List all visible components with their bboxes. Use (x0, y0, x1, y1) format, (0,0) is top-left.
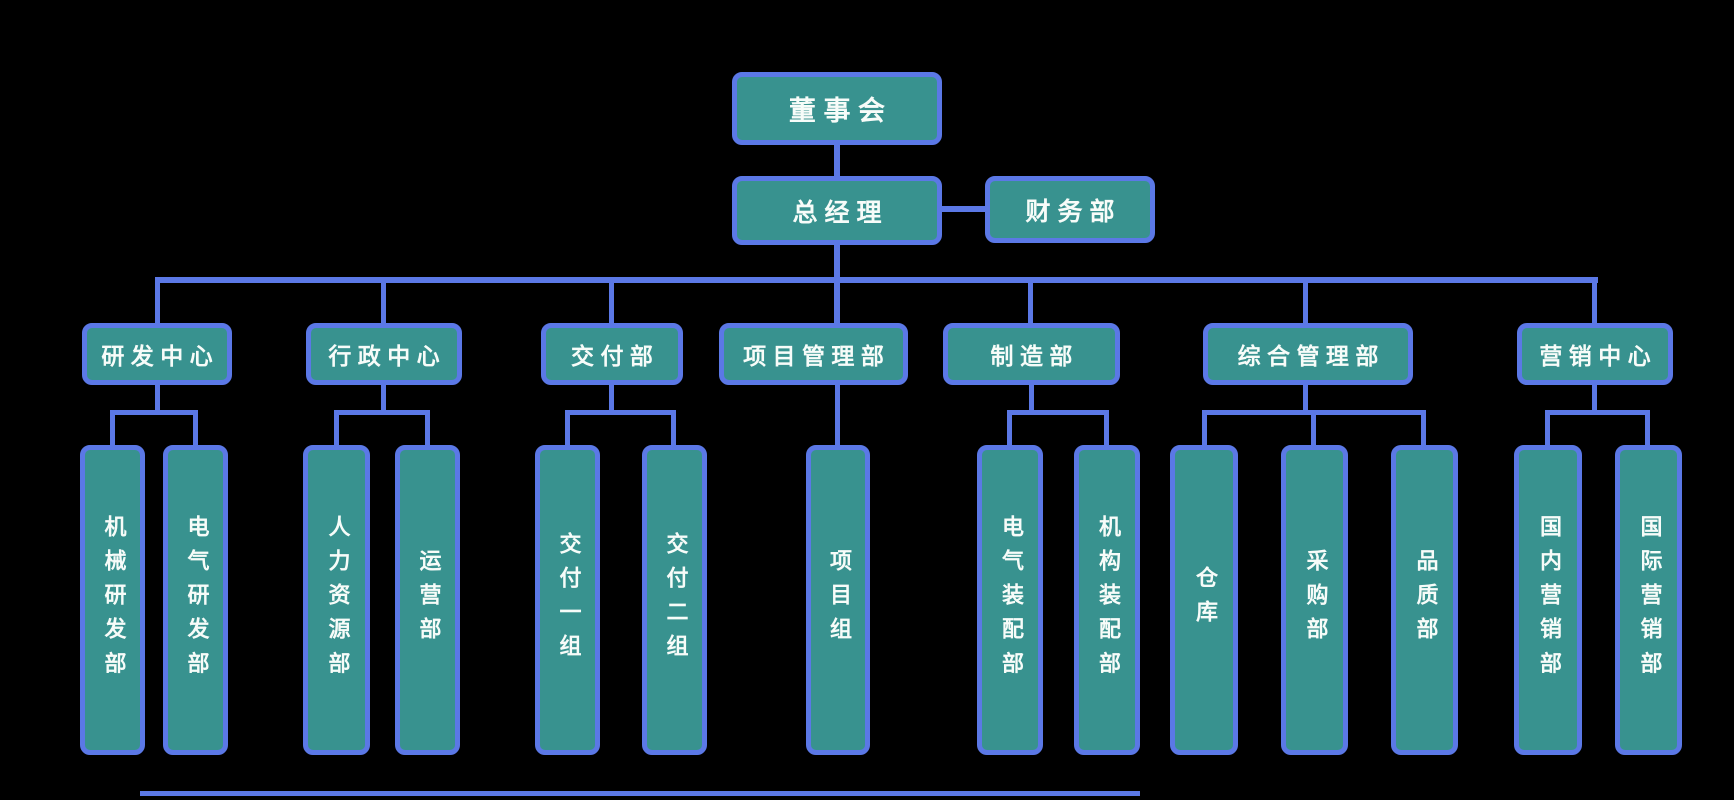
connector-bar-manufacturing-dept (1007, 410, 1109, 415)
node-domestic-marketing-dept: 国内营销部 (1514, 445, 1582, 755)
connector-stem-general-mgmt-dept (1303, 385, 1308, 412)
connector-drop-hr (334, 412, 339, 445)
connector-drop-electrical-rd (193, 412, 198, 445)
node-label: 机构装配部 (1095, 514, 1120, 686)
node-label: 人力资源部 (324, 514, 350, 686)
node-operations-dept: 运营部 (395, 445, 460, 755)
connector-bar-marketing-center (1545, 410, 1650, 415)
connector-drop-mechanical-rd (110, 412, 115, 445)
node-general-mgmt-dept: 综合管理部 (1203, 323, 1413, 385)
node-label: 品质部 (1412, 548, 1438, 652)
connector-stem-marketing-center (1592, 385, 1597, 412)
node-international-marketing-dept: 国际营销部 (1615, 445, 1682, 755)
node-label: 项目管理部 (743, 344, 891, 370)
connector-drop-delivery-group-1 (565, 412, 570, 445)
node-label: 交付部 (571, 344, 660, 370)
node-label: 财务部 (1025, 196, 1122, 226)
node-label: 电气装配部 (998, 514, 1023, 686)
connector-stem-admin-center (381, 385, 386, 412)
connector-drop-procurement (1311, 412, 1316, 445)
connector-bar-rd-center (110, 410, 198, 415)
connector-drop-domestic-marketing (1545, 412, 1550, 445)
connector-drop-operations (425, 412, 430, 445)
connector-bus-drop-delivery-dept (609, 283, 614, 323)
connector-bus-drop-general-mgmt-dept (1303, 283, 1308, 323)
node-mechanical-rd-dept: 机械研发部 (80, 445, 145, 755)
connector-bar-delivery-dept (565, 410, 676, 415)
connector-drop-delivery-group-2 (671, 412, 676, 445)
connector-stem-delivery-dept (609, 385, 614, 412)
node-hr-dept: 人力资源部 (303, 445, 370, 755)
connector-gm-down (834, 245, 840, 323)
node-finance-dept: 财务部 (985, 176, 1155, 243)
connector-gm-finance (942, 206, 985, 212)
node-electrical-assembly-dept: 电气装配部 (977, 445, 1043, 755)
node-manufacturing-dept: 制造部 (943, 323, 1120, 385)
connector-bus-drop-marketing-center (1592, 283, 1597, 323)
node-project-mgmt-dept: 项目管理部 (719, 323, 908, 385)
connector-drop-warehouse (1202, 412, 1207, 445)
node-label: 制造部 (990, 344, 1079, 370)
connector-drop-international-marketing (1645, 412, 1650, 445)
node-delivery-group-2: 交付二组 (642, 445, 707, 755)
node-label: 董事会 (788, 96, 893, 127)
node-rd-center: 研发中心 (82, 323, 232, 385)
node-admin-center: 行政中心 (306, 323, 462, 385)
connector-board-gm (834, 145, 840, 176)
node-label: 仓库 (1192, 565, 1217, 635)
node-label: 交付一组 (555, 531, 581, 669)
node-delivery-group-1: 交付一组 (535, 445, 600, 755)
node-electrical-rd-dept: 电气研发部 (163, 445, 228, 755)
node-quality-dept: 品质部 (1391, 445, 1458, 755)
node-project-group: 项目组 (806, 445, 870, 755)
node-label: 交付二组 (662, 531, 688, 669)
connector-drop-electrical-assembly (1007, 412, 1012, 445)
node-label: 营销中心 (1539, 344, 1658, 370)
node-warehouse: 仓库 (1170, 445, 1238, 755)
node-label: 研发中心 (101, 344, 220, 370)
node-label: 国内营销部 (1536, 514, 1561, 686)
node-label: 机械研发部 (100, 514, 126, 686)
node-mechanism-assembly-dept: 机构装配部 (1074, 445, 1140, 755)
connector-bus (155, 277, 1598, 283)
connector-bar-admin-center (334, 410, 430, 415)
connector-drop-mechanism-assembly (1104, 412, 1109, 445)
connector-stem-rd-center (155, 385, 160, 412)
node-label: 综合管理部 (1237, 344, 1385, 370)
stray-bottom-line (140, 791, 1140, 796)
node-label: 行政中心 (328, 344, 447, 370)
node-label: 电气研发部 (183, 514, 209, 686)
node-marketing-center: 营销中心 (1517, 323, 1673, 385)
node-label: 采购部 (1302, 548, 1328, 652)
node-procurement-dept: 采购部 (1281, 445, 1348, 755)
node-label: 总经理 (792, 197, 889, 227)
node-label: 项目组 (826, 548, 851, 652)
node-label: 运营部 (415, 548, 441, 652)
connector-bus-drop-admin-center (381, 283, 386, 323)
connector-drop-quality (1421, 412, 1426, 445)
node-delivery-dept: 交付部 (541, 323, 683, 385)
connector-bus-drop-rd-center (155, 283, 160, 323)
node-general-manager: 总经理 (732, 176, 942, 245)
connector-bus-drop-manufacturing-dept (1028, 283, 1033, 323)
connector-project-mgmt-project-group (835, 385, 840, 445)
connector-stem-manufacturing-dept (1029, 385, 1034, 412)
node-board-of-directors: 董事会 (732, 72, 942, 145)
node-label: 国际营销部 (1636, 514, 1662, 686)
